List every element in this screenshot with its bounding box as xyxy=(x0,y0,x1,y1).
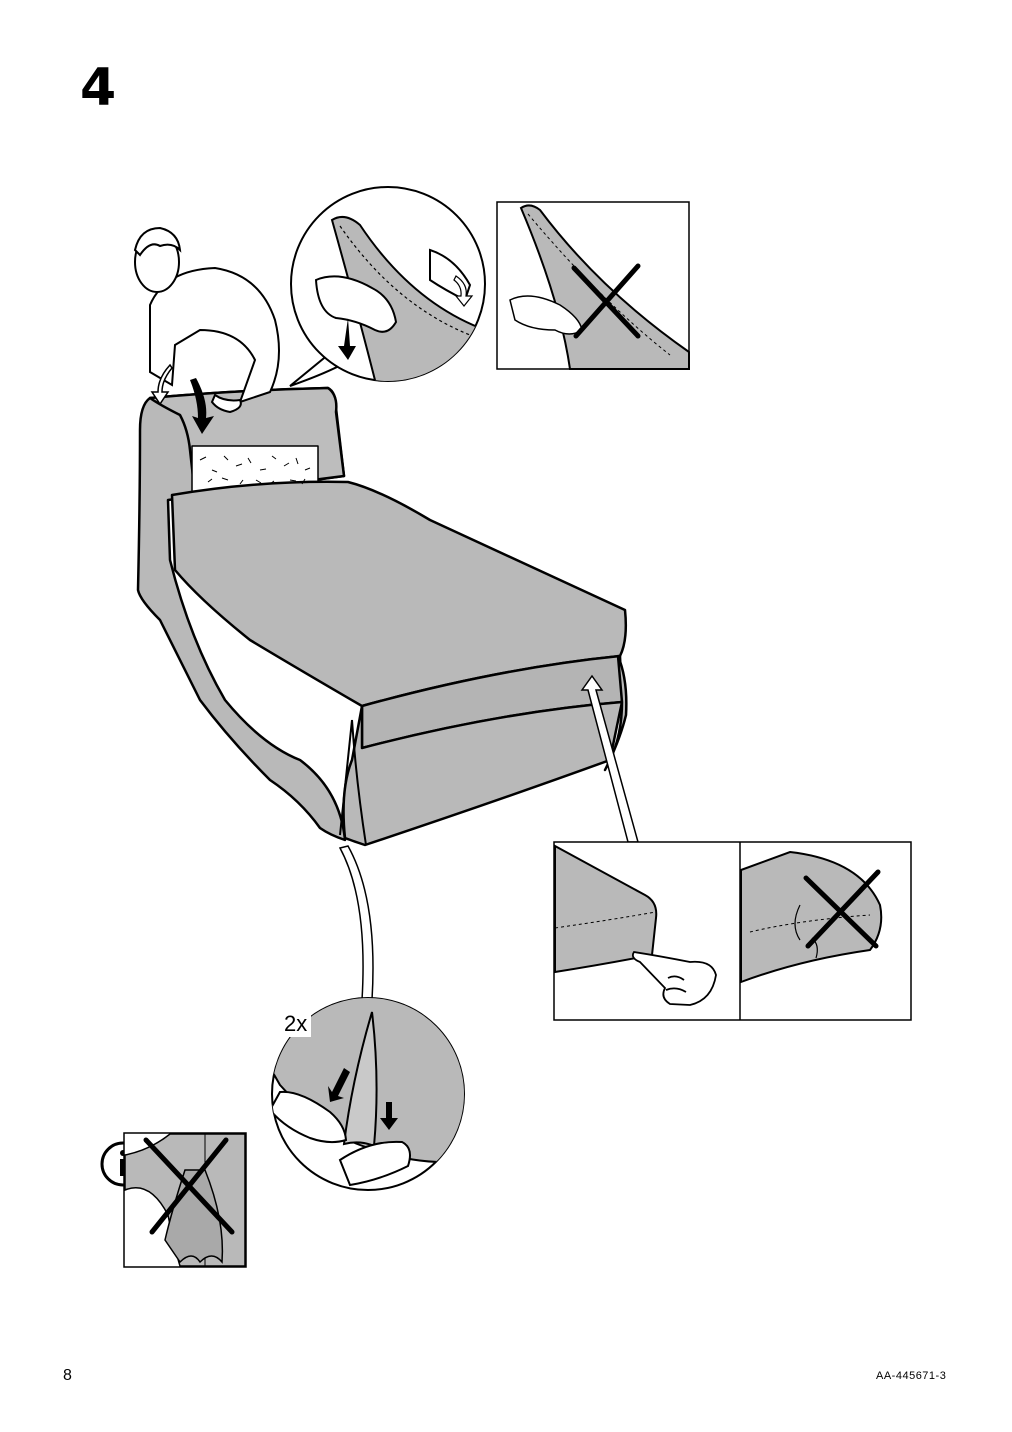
panel-pattern xyxy=(199,455,311,485)
step-number: 4 xyxy=(80,58,117,118)
callout-pointer xyxy=(338,845,374,1001)
page-number: 8 xyxy=(63,1367,72,1384)
cross-out-icon xyxy=(143,1137,235,1235)
person-illustration xyxy=(133,226,280,414)
arrow-down-icon xyxy=(380,1102,398,1130)
detail-circle-backrest xyxy=(289,186,486,387)
arrow-up-icon xyxy=(580,674,639,843)
pointing-hand-icon xyxy=(631,951,717,1006)
fold-arrow-icon xyxy=(150,363,173,406)
cross-out-icon xyxy=(571,263,641,339)
detail-circle-pleat xyxy=(271,997,465,1191)
document-code: AA-445671-3 xyxy=(876,1370,947,1382)
chaise-lounge xyxy=(136,386,628,847)
incorrect-example-backrest xyxy=(496,201,690,370)
detail-cushion-edge xyxy=(553,841,912,1021)
repeat-count-label: 2x xyxy=(282,1011,312,1038)
arrow-down-icon xyxy=(328,1068,350,1102)
cross-out-icon xyxy=(803,869,881,949)
arrow-down-icon xyxy=(190,378,214,434)
arrow-down-icon xyxy=(338,318,356,360)
fold-arrow-icon xyxy=(453,275,474,307)
info-note xyxy=(100,1132,247,1268)
